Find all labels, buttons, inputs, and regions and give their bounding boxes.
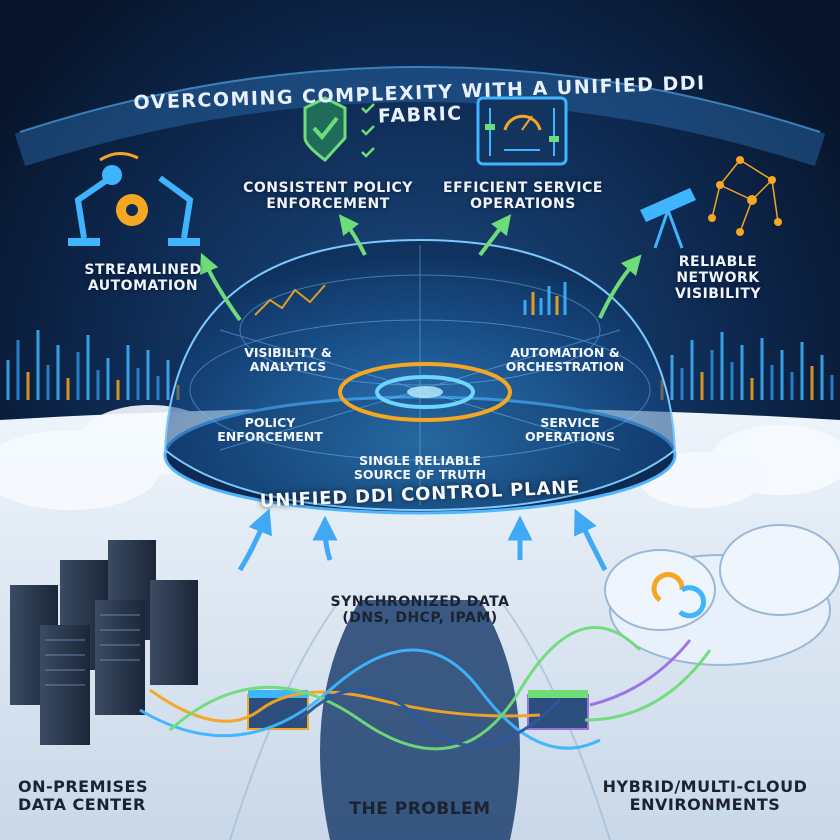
- dome-service-operations-label: SERVICE OPERATIONS: [510, 415, 630, 445]
- benefit-visibility-label: RELIABLE NETWORK VISIBILITY: [648, 254, 788, 302]
- on-prem-line1: ON-PREMISES: [18, 777, 148, 796]
- benefit-automation-line2: AUTOMATION: [87, 278, 199, 295]
- dome-visibility-line1: VISIBILITY &: [244, 345, 332, 360]
- sync-data-label: SYNCHRONIZED DATA (DNS, DHCP, IPAM): [310, 594, 530, 626]
- dome-mini-chart-left: [254, 284, 326, 316]
- cloud-stack-icon: [604, 524, 840, 666]
- benefit-visibility-line1: RELIABLE: [678, 254, 758, 270]
- cloud-label: HYBRID/MULTI-CLOUD ENVIRONMENTS: [590, 777, 820, 815]
- dome-source-line2: SOURCE OF TRUTH: [353, 467, 487, 483]
- benefit-arrows: [199, 214, 642, 322]
- dome-automation-line1: AUTOMATION &: [510, 345, 620, 360]
- benefit-policy-line2: ENFORCEMENT: [266, 196, 390, 213]
- title-arc: [14, 68, 826, 167]
- dome-source-of-truth-label: SINGLE RELIABLE SOURCE OF TRUTH: [345, 453, 495, 483]
- benefit-policy-label: CONSISTENT POLICY ENFORCEMENT: [228, 180, 428, 212]
- benefit-automation-line1: STREAMLINED: [84, 262, 202, 278]
- problem-label: THE PROBLEM: [349, 799, 491, 819]
- dome-automation-line2: ORCHESTRATION: [505, 359, 625, 375]
- benefit-operations-line1: EFFICIENT SERVICE: [443, 180, 603, 196]
- benefit-automation-label: STREAMLINED AUTOMATION: [48, 262, 238, 294]
- sync-data-line1: SYNCHRONIZED DATA: [330, 594, 510, 610]
- on-prem-line2: DATA CENTER: [18, 795, 146, 815]
- dome-visibility-analytics-label: VISIBILITY & ANALYTICS: [228, 345, 348, 375]
- control-panel-icon: [476, 96, 568, 166]
- dome-automation-orchestration-label: AUTOMATION & ORCHESTRATION: [490, 345, 640, 375]
- dome-service-line1: SERVICE: [540, 415, 600, 430]
- core-ring-blue: [375, 375, 475, 409]
- benefit-operations-line2: OPERATIONS: [470, 196, 576, 213]
- on-prem-label: ON-PREMISES DATA CENTER: [18, 777, 208, 815]
- sync-data-line2: (DNS, DHCP, IPAM): [342, 610, 498, 627]
- sync-arrows: [237, 508, 608, 572]
- benefit-visibility-line3: VISIBILITY: [674, 286, 762, 303]
- tangled-cables: [139, 626, 712, 751]
- dome-policy-line2: ENFORCEMENT: [217, 429, 323, 445]
- server-racks-icon: [10, 540, 198, 745]
- cloud-line1: HYBRID/MULTI-CLOUD: [602, 777, 808, 796]
- benefit-operations-label: EFFICIENT SERVICE OPERATIONS: [428, 180, 618, 212]
- cloud-line2: ENVIRONMENTS: [629, 795, 781, 815]
- switch-right-icon: [527, 690, 589, 730]
- dome-visibility-line2: ANALYTICS: [249, 359, 327, 375]
- dome-source-line1: SINGLE RELIABLE: [359, 453, 481, 468]
- core-ring-orange: [338, 362, 512, 422]
- dome-service-line2: OPERATIONS: [525, 429, 615, 445]
- dome-policy-line1: POLICY: [244, 415, 296, 430]
- benefit-policy-line1: CONSISTENT POLICY: [243, 180, 413, 196]
- robot-arm-icon: [68, 152, 200, 246]
- benefit-visibility-line2: NETWORK: [676, 270, 760, 287]
- telescope-network-icon: [640, 156, 782, 249]
- dome-policy-enforcement-label: POLICY ENFORCEMENT: [200, 415, 340, 445]
- dome-mini-chart-right: [523, 282, 567, 315]
- shield-check-icon: [303, 96, 375, 163]
